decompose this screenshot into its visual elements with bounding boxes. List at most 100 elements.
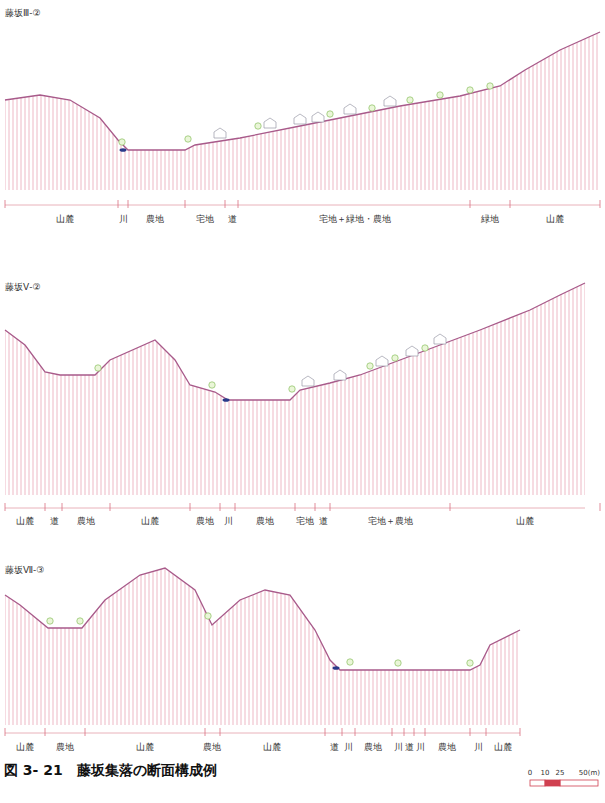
- zone-label: 宅地: [196, 214, 214, 225]
- zone-divider: [225, 200, 226, 208]
- zone-label: 農地: [438, 742, 456, 753]
- zone-axis: [5, 205, 600, 206]
- zone-label: 緑地: [481, 214, 499, 225]
- ground-line: [5, 283, 585, 400]
- tree-symbol: [47, 618, 53, 624]
- zone-label: 川: [119, 214, 128, 225]
- ground-hatch: [5, 568, 520, 725]
- section-title: 藤坂Ⅲ-②: [5, 8, 41, 19]
- zone-label: 川: [474, 742, 483, 753]
- zone-divider: [118, 200, 119, 208]
- zone-divider: [392, 728, 393, 736]
- zone-divider: [205, 728, 206, 736]
- zone-divider: [85, 728, 86, 736]
- zone-label: 山麓: [263, 742, 281, 753]
- ground-hatch: [5, 32, 600, 190]
- house-symbol: [344, 104, 356, 114]
- tree-symbol: [467, 87, 473, 93]
- zone-label: 宅地＋緑地・農地: [319, 214, 391, 225]
- house-symbol: [312, 112, 324, 122]
- zone-divider: [414, 728, 415, 736]
- zone-divider: [238, 200, 239, 208]
- zone-axis: [5, 733, 520, 734]
- zone-label: 山麓: [136, 742, 154, 753]
- house-symbol: [406, 346, 418, 356]
- scale-number: 25: [556, 768, 565, 779]
- zone-label: 道: [405, 742, 414, 753]
- scale-number: 10: [541, 768, 550, 779]
- zone-divider: [128, 200, 129, 208]
- zone-divider: [600, 200, 601, 208]
- zone-label: 道: [228, 214, 237, 225]
- zone-divider: [295, 503, 296, 511]
- house-symbol: [214, 128, 226, 138]
- zone-divider: [62, 503, 63, 511]
- tree-symbol: [392, 355, 398, 361]
- tree-symbol: [95, 365, 101, 371]
- zone-label: 川: [224, 516, 233, 527]
- house-symbol: [434, 334, 446, 344]
- tree-symbol: [185, 136, 191, 142]
- zone-divider: [355, 728, 356, 736]
- zone-label: 道: [50, 516, 59, 527]
- zone-divider: [45, 503, 46, 511]
- zone-label: 農地: [77, 516, 95, 527]
- zone-label: 山麓: [16, 742, 34, 753]
- zone-divider: [470, 728, 471, 736]
- scale-number: 50(m): [579, 768, 600, 779]
- zone-divider: [330, 503, 331, 511]
- cross-section: [5, 568, 520, 736]
- zone-label: 宅地: [296, 516, 314, 527]
- cross-section: [5, 32, 600, 208]
- tree-symbol: [119, 139, 125, 145]
- cross-section: [5, 283, 600, 511]
- zone-divider: [235, 503, 236, 511]
- tree-symbol: [395, 660, 401, 666]
- ground-line: [5, 32, 600, 150]
- zone-label: 山麓: [141, 516, 159, 527]
- zone-label: 農地: [146, 214, 164, 225]
- zone-divider: [5, 200, 6, 208]
- tree-symbol: [347, 659, 353, 665]
- zone-divider: [510, 200, 511, 208]
- zone-label: 山麓: [16, 516, 34, 527]
- zone-label: 山麓: [494, 742, 512, 753]
- house-symbol: [294, 114, 306, 124]
- house-symbol: [376, 356, 388, 366]
- zone-label: 山麓: [56, 214, 74, 225]
- tree-symbol: [437, 92, 443, 98]
- zone-label: 山麓: [546, 214, 564, 225]
- tree-symbol: [407, 97, 413, 103]
- tree-symbol: [369, 105, 375, 111]
- zone-divider: [520, 728, 521, 736]
- house-symbol: [384, 96, 396, 106]
- zone-divider: [110, 503, 111, 511]
- tree-symbol: [289, 386, 295, 392]
- zone-divider: [5, 728, 6, 736]
- ground-hatch: [5, 283, 585, 495]
- river-symbol: [223, 398, 230, 402]
- zone-divider: [342, 728, 343, 736]
- zone-label: 道: [319, 516, 328, 527]
- zone-label: 川: [344, 742, 353, 753]
- zone-divider: [470, 200, 471, 208]
- zone-label: 川: [416, 742, 425, 753]
- zone-label: 宅地＋農地: [368, 516, 413, 527]
- zone-divider: [315, 503, 316, 511]
- section-title: 藤坂Ⅴ-②: [5, 282, 40, 293]
- zone-label: 農地: [203, 742, 221, 753]
- zone-label: 川: [394, 742, 403, 753]
- scale-number: 0: [528, 768, 532, 779]
- zone-divider: [600, 503, 601, 511]
- zone-divider: [220, 728, 221, 736]
- house-symbol: [302, 376, 314, 386]
- zone-divider: [220, 503, 221, 511]
- zone-divider: [45, 728, 46, 736]
- river-symbol: [120, 148, 127, 152]
- zone-label: 農地: [56, 742, 74, 753]
- zone-label: 農地: [196, 516, 214, 527]
- zone-label: 農地: [256, 516, 274, 527]
- zone-divider: [190, 503, 191, 511]
- zone-label: 山麓: [516, 516, 534, 527]
